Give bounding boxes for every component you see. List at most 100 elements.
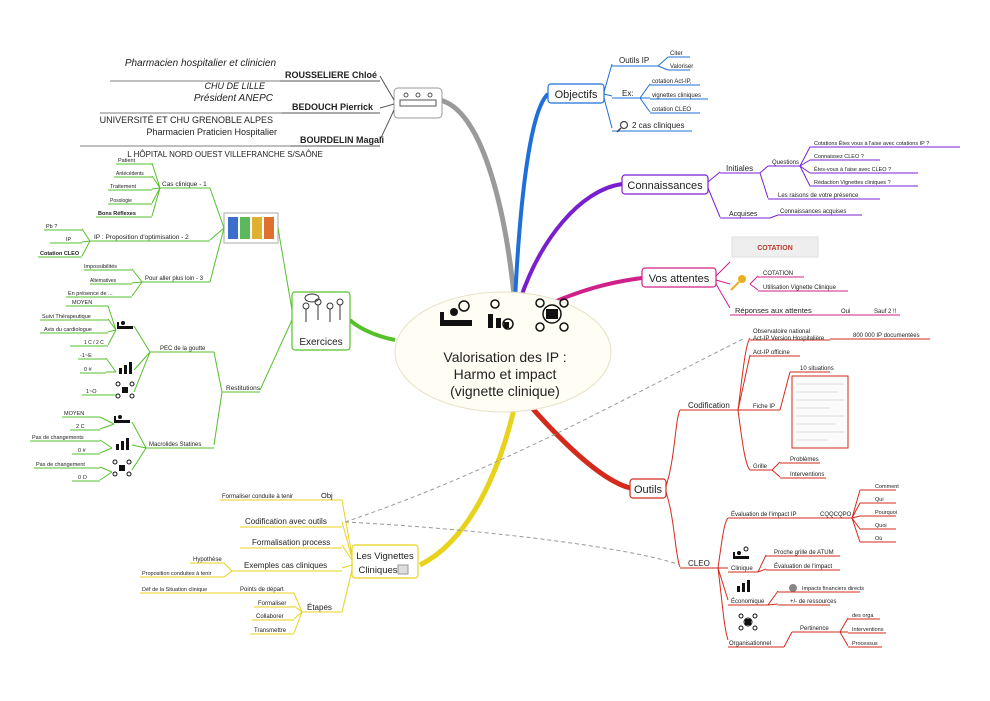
objectifs-valoriser: Valoriser — [670, 64, 693, 70]
connaissances-acquises-child: Connaissances acquises — [780, 209, 846, 215]
outils-grille: Grille — [753, 464, 768, 470]
objectifs-ex-1: cotation Act-IP, — [652, 79, 692, 85]
branch-vignettes — [418, 404, 518, 568]
branch-objectifs — [513, 92, 550, 301]
outils-interventions: Interventions — [790, 472, 824, 478]
outils-eco-2: +/- de ressources — [790, 599, 837, 605]
objectifs-ex-3: cotation CLEO — [652, 107, 691, 113]
vignettes-obj: Obj — [321, 491, 333, 500]
attentes-oui: Oui — [841, 309, 850, 315]
outils-fiche: Fiche IP — [753, 404, 775, 410]
outils-cqqcqpo: CQQCQPO — [820, 512, 852, 518]
outils-officine: Act-IP officine — [753, 350, 790, 356]
exercices-en-presence: En présence de ... — [68, 291, 113, 297]
objectifs-node[interactable] — [547, 83, 605, 104]
outils-clinique-2: Évaluation de l'impact — [774, 563, 833, 570]
macro-moyen: MOYEN — [64, 411, 84, 417]
connaissances-q3: Êtes-vous à l'aise avec CLEO ? — [814, 165, 891, 173]
branch-speakers — [439, 97, 518, 306]
exercices-ip: IP — [66, 237, 72, 243]
fiche-lines — [796, 383, 844, 441]
vignettes-def-situation: Déf de la Situation clinique — [142, 587, 207, 593]
vignettes-collaborer: Collaborer — [256, 614, 284, 620]
connaissances-q2: Connaissez CLEO ? — [814, 154, 864, 160]
outils-pert-2: Interventions — [852, 627, 884, 633]
outils-node[interactable] — [629, 478, 667, 499]
workshop-icon — [302, 293, 344, 322]
pec-hash: 0 # — [84, 367, 93, 373]
macro-2c: 2 C — [76, 424, 85, 430]
connaissances-questions: Questions — [772, 160, 799, 166]
pec-e: -1~E — [80, 353, 92, 359]
central-icons — [440, 298, 569, 332]
bed-icon — [733, 546, 749, 559]
cross-link-1 — [344, 337, 746, 523]
attentes-item-2: Utilisation Vignette Clinique — [763, 285, 837, 291]
exercices-posologie: Posologie — [110, 198, 132, 204]
outils-organisationnel: Organisationnel — [729, 641, 771, 647]
attentes-node[interactable] — [641, 267, 717, 288]
macro-pas-changement: Pas de changement — [36, 462, 85, 468]
wordcloud-image — [731, 236, 819, 258]
exercices-macrolides: Macrolides Statines — [149, 442, 201, 448]
branch-exercices — [348, 318, 396, 342]
exercices-pb: Pb ? — [46, 224, 57, 230]
vignettes-point-depart: Points de départ — [240, 587, 284, 593]
exercices-impossibilites: Impossibilités — [84, 264, 117, 270]
exercices-alternatives: Alternatives — [90, 278, 117, 284]
connaissances-q1: Cotations Êtes vous à l'aise avec cotati… — [814, 139, 929, 147]
cross-link-2 — [344, 521, 681, 566]
pec-suivi: Suivi Thérapeutique — [42, 314, 91, 320]
attentes-reponses: Réponses aux attentes — [735, 306, 812, 315]
attentes-sauf: Sauf 2 !! — [874, 309, 897, 315]
central-title-line1: Valorisation des IP : — [443, 349, 566, 365]
outils-pert-3: Processus — [852, 641, 878, 647]
exercices-cotation-cleo: Cotation CLEO — [40, 251, 80, 257]
vignettes-obj-child: Formaliser conduite à tenir — [222, 494, 293, 500]
pec-chart-icon — [119, 362, 132, 374]
macro-o: 0 O — [78, 475, 88, 481]
pec-moyen: MOYEN — [72, 300, 92, 306]
pec-avis: Avis du cardiologue — [44, 327, 92, 333]
connaissances-node[interactable] — [621, 174, 709, 195]
outils-observatoire-l1: Observatoire national — [753, 329, 810, 335]
macro-chart-icon — [116, 438, 129, 450]
speaker-2-role: Président ANEPC — [194, 93, 274, 104]
speaker-1-role: Pharmacien hospitalier et clinicien — [125, 58, 277, 69]
objectifs-ex: Ex: — [622, 89, 634, 98]
vignettes-formaliser: Formaliser — [258, 601, 286, 607]
wordcloud-word: COTATION — [757, 245, 793, 252]
outils-observatoire-l2: Act-IP Version Hospitalière — [753, 336, 825, 342]
outils-pert-1: des orga — [852, 613, 874, 619]
outils-qui: Qui — [875, 497, 884, 503]
speaker-3-name: BOURDELIN Magali — [300, 135, 384, 145]
pec-o: 1~O — [86, 389, 97, 395]
magnifier-icon — [616, 120, 629, 133]
outils-problemes: Problèmes — [790, 457, 819, 463]
macro-org-icon — [112, 459, 132, 477]
pec-bed-icon — [117, 321, 133, 329]
speakers-image — [393, 87, 443, 119]
coin-icon — [789, 584, 797, 592]
outils-pourquoi: Pourquoi — [875, 510, 897, 516]
exercices-label: Exercices — [299, 337, 342, 348]
branch-connaissances — [518, 182, 623, 301]
speaker-3-org: L HÔPITAL NORD OUEST VILLEFRANCHE S/SAÔN… — [127, 150, 323, 159]
speaker-3-role: Pharmacien Praticien Hospitalier — [146, 127, 277, 137]
objectifs-label: Objectifs — [555, 89, 598, 101]
central-title-line3: (vignette clinique) — [450, 383, 560, 399]
organisation-icon — [738, 613, 758, 631]
exercices-cas1: Cas clinique - 1 — [162, 181, 207, 188]
macro-hash: 0 # — [78, 448, 87, 454]
exercices-restitutions: Restitutions — [226, 385, 261, 392]
exercices-loin3: Pour aller plus loin - 3 — [145, 276, 204, 282]
vignettes-transmettre: Transmettre — [254, 628, 287, 634]
outils-eco-1: Impacts financiers directs — [802, 586, 864, 592]
pec-org-icon — [115, 381, 135, 399]
key-icon — [730, 275, 746, 291]
outils-situations: 10 situations — [800, 366, 834, 372]
outils-cleo: CLEO — [688, 559, 710, 568]
exercices-patient: Patient — [118, 158, 136, 164]
note-icon — [397, 564, 409, 575]
